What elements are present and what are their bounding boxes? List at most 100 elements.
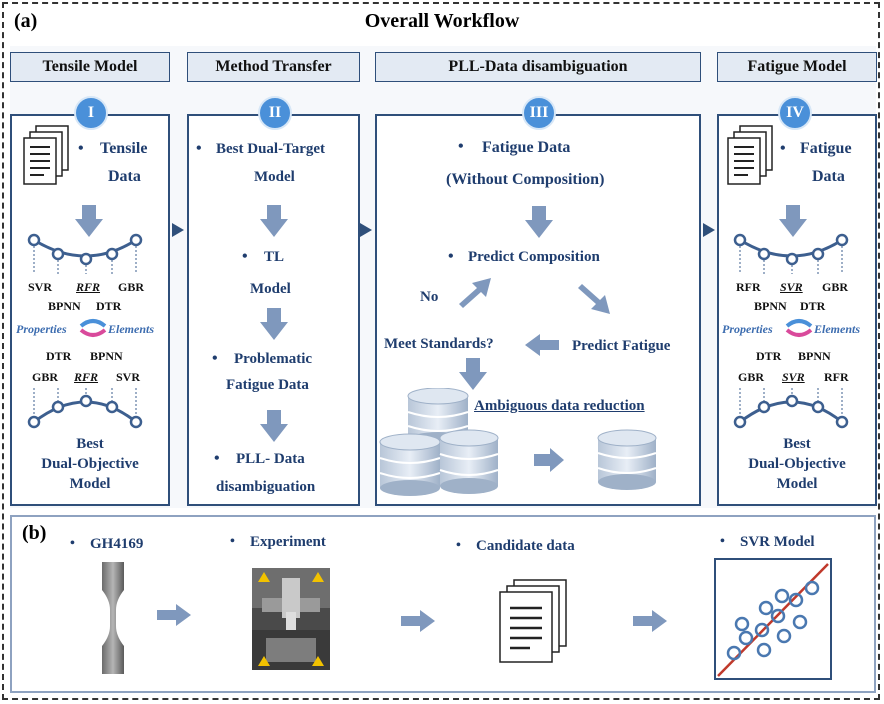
right-arrow-icon [534, 448, 564, 472]
header-pll-disambiguation: PLL-Data disambiguation [375, 52, 701, 82]
document-icon [727, 125, 773, 185]
no-label: No [420, 289, 439, 305]
transfer-step1-line2: Model [254, 169, 295, 185]
panel-a-label: (a) [14, 10, 38, 32]
svr-scatter-plot [714, 558, 832, 680]
bullet-dot: • [456, 538, 461, 553]
meet-standards-label: Meet Standards? [384, 336, 494, 352]
panel-b-label: (b) [22, 522, 47, 544]
header-transfer-label: Method Transfer [215, 58, 332, 75]
model-label-bpnn: BPNN [754, 299, 787, 313]
result-line2: Dual-Objective [748, 456, 846, 472]
ambiguous-data-label: Ambiguous data reduction [474, 398, 645, 414]
database-icon [597, 429, 657, 490]
transfer-step2-line2: Model [250, 281, 291, 297]
model-label-rfr: RFR [736, 280, 761, 294]
right-arrow-icon [401, 610, 435, 632]
left-arrow-icon [525, 334, 559, 356]
step-svr-label: SVR Model [740, 534, 815, 550]
elements-label: Elements [108, 322, 155, 336]
header-fatigue-label: Fatigue Model [747, 58, 847, 75]
bullet-dot: • [448, 248, 454, 265]
header-fatigue-model: Fatigue Model [717, 52, 877, 82]
step-gh4169-label: GH4169 [90, 536, 144, 552]
model-label-rfr: RFR [76, 280, 101, 294]
predict-composition-label: Predict Composition [468, 249, 600, 265]
properties-label: Properties [722, 322, 773, 336]
model-label-bpnn: BPNN [48, 299, 81, 313]
model-label-bpnn-b: BPNN [798, 349, 831, 363]
model-label-svr-b: SVR [116, 370, 141, 384]
down-arrow-icon [459, 358, 487, 390]
result-line2: Dual-Objective [41, 456, 139, 472]
transfer-step2-line1: TL [264, 249, 285, 265]
model-label-dtr-b: DTR [46, 349, 72, 363]
up-right-arrow-icon [459, 278, 491, 308]
down-arrow-icon [75, 205, 103, 237]
result-line3: Model [776, 476, 818, 492]
model-label-svr: SVR [780, 280, 803, 294]
header-tensile-label: Tensile Model [42, 58, 138, 75]
document-icon [23, 125, 69, 185]
ensemble-curve-bottom [733, 388, 849, 429]
bullet-dot: • [720, 534, 725, 549]
bullet-dot: • [214, 450, 220, 467]
result-line1: Best [783, 436, 811, 452]
experiment-photo [252, 568, 330, 670]
transfer-step3-line1: Problematic [234, 351, 313, 367]
model-label-rfr-b: RFR [74, 370, 99, 384]
badge-step-four: IV [778, 96, 812, 130]
transfer-step4-line1: PLL- Data [236, 451, 305, 467]
exchange-icon [785, 319, 813, 337]
scatter-points [726, 580, 820, 661]
connector-1-arrow [172, 223, 184, 237]
badge-step-two: II [258, 96, 292, 130]
bullet-dot: • [196, 140, 202, 157]
model-label-svr: SVR [28, 280, 53, 294]
model-label-gbr-b: GBR [32, 370, 59, 384]
fatigue-data-line2: (Without Composition) [446, 171, 605, 188]
bullet-dot: • [230, 534, 235, 549]
down-right-arrow-icon [578, 284, 610, 314]
properties-label: Properties [16, 322, 67, 336]
tensile-data-line1: Tensile [100, 140, 148, 157]
down-arrow-icon [260, 308, 288, 340]
model-label-gbr-b: GBR [738, 370, 765, 384]
bullet-dot: • [242, 248, 248, 265]
badge-step-three: III [522, 96, 556, 130]
transfer-step1-line1: Best Dual-Target [216, 141, 326, 157]
database-icon [439, 429, 499, 494]
result-line1: Best [76, 436, 104, 452]
badge-step-one: I [74, 96, 108, 130]
header-tensile-model: Tensile Model [10, 52, 170, 82]
transfer-step4-line2: disambiguation [216, 479, 316, 495]
fatigue-data-line1: Fatigue Data [482, 139, 571, 156]
model-label-gbr: GBR [822, 280, 849, 294]
model-label-bpnn-b: BPNN [90, 349, 123, 363]
step-candidate-label: Candidate data [476, 538, 575, 554]
transfer-step3-line2: Fatigue Data [226, 377, 309, 393]
specimen-icon [102, 562, 124, 674]
bullet-dot: • [70, 536, 75, 551]
predict-fatigue-label: Predict Fatigue [572, 338, 671, 354]
down-arrow-icon [260, 410, 288, 442]
connector-3-arrow [703, 223, 715, 237]
document-stack-icon [499, 579, 567, 663]
page-title: Overall Workflow [364, 10, 520, 32]
header-method-transfer: Method Transfer [187, 52, 360, 82]
bullet-dot: • [458, 138, 464, 155]
fatigue-data-col4-line1: Fatigue [800, 140, 852, 157]
bullet-dot: • [780, 140, 786, 157]
bullet-dot: • [78, 140, 84, 157]
connector-2-arrow [360, 223, 372, 237]
right-arrow-icon [157, 604, 191, 626]
model-label-dtr: DTR [96, 299, 122, 313]
bullet-dot: • [212, 350, 218, 367]
model-label-svr-b: SVR [782, 370, 805, 384]
database-group [379, 388, 657, 496]
ensemble-curve-top [733, 233, 849, 274]
exchange-icon [79, 319, 107, 337]
header-pll-label: PLL-Data disambiguation [448, 58, 628, 75]
